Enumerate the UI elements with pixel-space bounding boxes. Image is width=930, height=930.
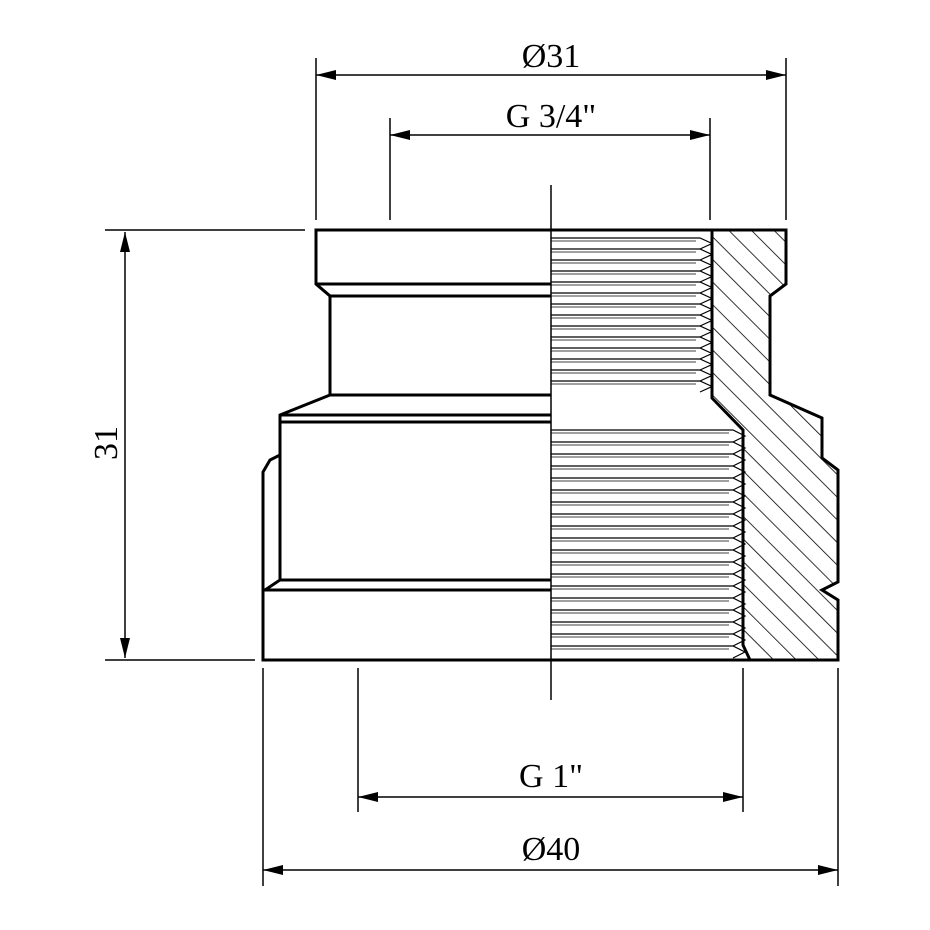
dim-bottom-thread: G 1" [519, 758, 583, 795]
thread-line [551, 292, 714, 305]
section-hatch [710, 228, 840, 662]
thread-line [551, 453, 747, 467]
left-half-outline [261, 228, 551, 662]
thread-line [551, 281, 714, 294]
thread-line [551, 325, 714, 338]
thread-line [551, 585, 747, 599]
thread-line [551, 259, 714, 272]
thread-line [551, 270, 714, 283]
thread-line [551, 248, 714, 261]
thread-line [551, 429, 747, 443]
thread-line [551, 573, 747, 587]
thread-line [551, 465, 747, 479]
internal-threads [551, 237, 747, 659]
extension-lines [105, 58, 839, 886]
dim-bottom-outer-diameter: Ø40 [522, 831, 581, 868]
thread-line [551, 501, 747, 515]
thread-line [551, 441, 747, 455]
thread-line [551, 549, 747, 563]
dim-top-outer-diameter: Ø31 [522, 38, 581, 75]
thread-line [551, 609, 747, 623]
thread-line [551, 597, 747, 611]
thread-line [551, 347, 714, 360]
thread-line [551, 336, 714, 349]
thread-line [551, 645, 747, 659]
thread-line [551, 380, 714, 393]
thread-line [551, 237, 714, 250]
dimension-lines [120, 70, 838, 875]
thread-line [551, 314, 714, 327]
thread-line [551, 621, 747, 635]
thread-line [551, 477, 747, 491]
thread-line [551, 303, 714, 316]
dim-top-thread: G 3/4" [506, 98, 596, 135]
thread-line [551, 489, 747, 503]
thread-line [551, 513, 747, 527]
thread-line [551, 525, 747, 539]
thread-line [551, 369, 714, 382]
thread-line [551, 633, 747, 647]
thread-line [551, 358, 714, 371]
thread-line [551, 537, 747, 551]
thread-line [551, 561, 747, 575]
dim-height: 31 [88, 426, 125, 460]
